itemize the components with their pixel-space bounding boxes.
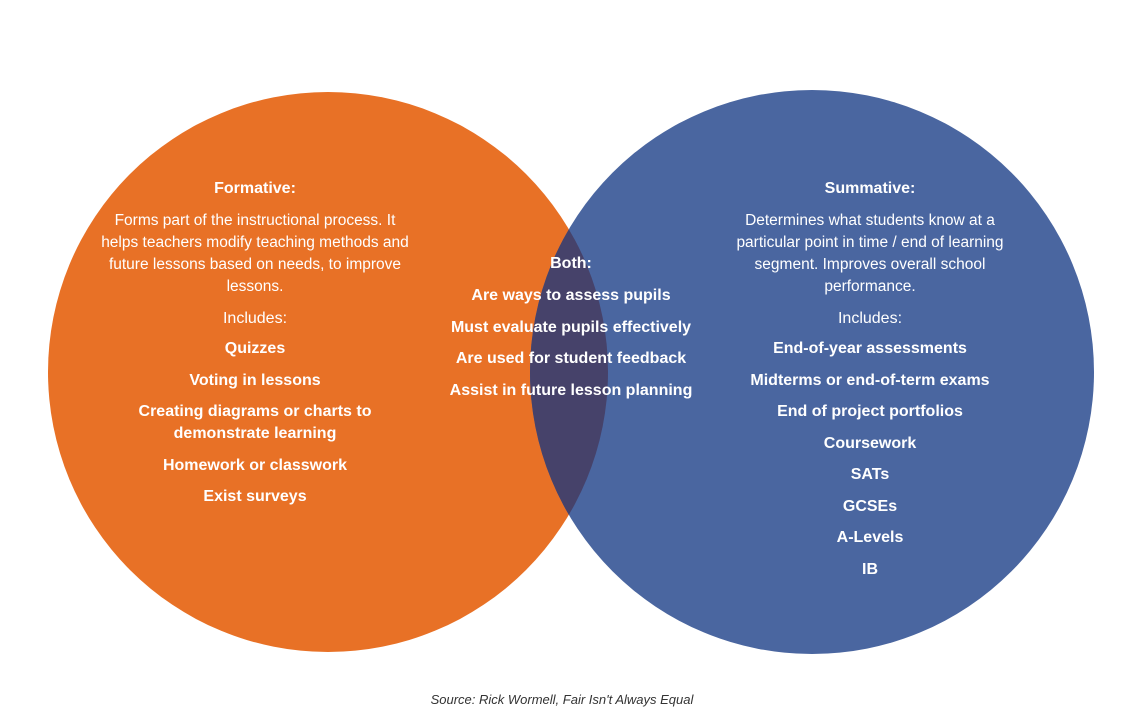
summative-item: End-of-year assessments bbox=[773, 340, 967, 357]
summative-item: GCSEs bbox=[842, 497, 898, 515]
formative-includes-label: Includes: bbox=[222, 310, 288, 327]
formative-item: Creating diagrams or charts to demonstra… bbox=[138, 403, 372, 442]
formative-items: Quizzes Voting in lessons Creating diagr… bbox=[100, 338, 410, 508]
summative-heading: Summative: bbox=[824, 180, 916, 197]
formative-description: Forms part of the instructional process.… bbox=[101, 212, 409, 295]
both-item: Are ways to assess pupils bbox=[471, 287, 671, 304]
both-item: Must evaluate pupils effectively bbox=[450, 318, 692, 336]
formative-item: Exist surveys bbox=[203, 488, 307, 505]
formative-item: Homework or classwork bbox=[162, 456, 348, 474]
formative-item: Voting in lessons bbox=[189, 371, 321, 389]
summative-section: Summative: Determines what students know… bbox=[715, 180, 1025, 590]
both-item: Are used for student feedback bbox=[455, 350, 687, 367]
summative-item: End of project portfolios bbox=[777, 403, 963, 420]
formative-circle bbox=[48, 92, 608, 652]
both-heading: Both: bbox=[550, 255, 592, 272]
summative-item: Coursework bbox=[823, 434, 917, 452]
formative-heading: Formative: bbox=[214, 180, 296, 197]
summative-item: IB bbox=[862, 560, 878, 578]
formative-section: Formative: Forms part of the instruction… bbox=[100, 180, 410, 518]
both-item: Assist in future lesson planning bbox=[449, 381, 693, 399]
summative-item: A-Levels bbox=[836, 529, 904, 546]
summative-description: Determines what students know at a parti… bbox=[736, 212, 1004, 295]
summative-item: Midterms or end-of-term exams bbox=[750, 371, 990, 389]
source-caption: Source: Rick Wormell, Fair Isn't Always … bbox=[430, 692, 694, 707]
both-section: Both: Are ways to assess pupils Must eva… bbox=[430, 255, 712, 411]
summative-includes-label: Includes: bbox=[837, 310, 903, 327]
formative-item: Quizzes bbox=[224, 340, 286, 357]
both-items: Are ways to assess pupils Must evaluate … bbox=[430, 285, 712, 402]
summative-item: SATs bbox=[850, 466, 890, 483]
summative-circle bbox=[530, 90, 1094, 654]
summative-items: End-of-year assessments Midterms or end-… bbox=[715, 338, 1025, 581]
